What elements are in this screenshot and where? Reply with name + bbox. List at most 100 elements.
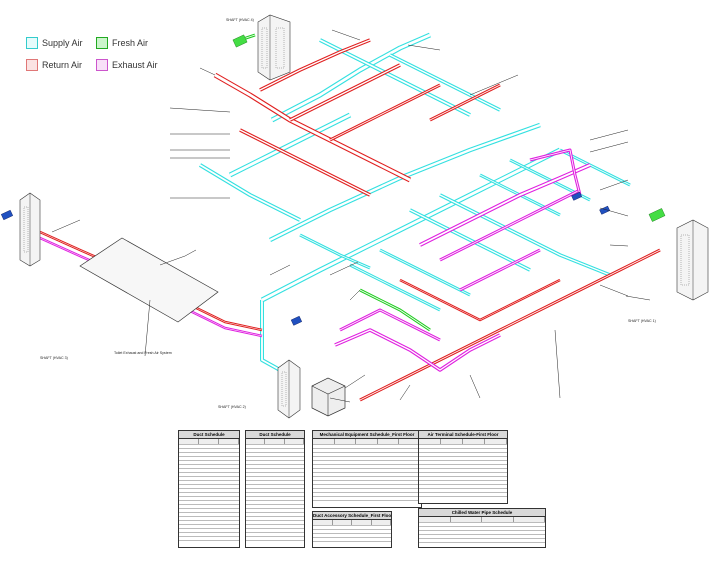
table-row	[246, 520, 304, 521]
supply-duct	[268, 122, 541, 243]
table-row	[246, 452, 304, 453]
table-row	[419, 538, 545, 539]
exhaust-duct	[439, 188, 581, 262]
shaft2-label: SHAFT (HVAC 2)	[218, 405, 246, 409]
table-row	[419, 444, 507, 445]
leader-line	[407, 44, 441, 51]
table-row	[179, 500, 239, 501]
table-row	[419, 476, 507, 477]
table-row	[179, 484, 239, 485]
table-row	[419, 534, 545, 535]
table-row	[313, 525, 391, 526]
shaft4-label: SHAFT (HVAC 4)	[226, 18, 254, 22]
exhaust-swatch	[96, 59, 108, 71]
table-row	[419, 452, 507, 453]
legend: Supply Air Fresh Air Return Air Exhaust …	[26, 37, 176, 81]
supply-duct	[260, 300, 281, 372]
leader-line	[159, 249, 197, 266]
legend-return-label: Return Air	[42, 60, 83, 70]
shaft-hvac-1	[676, 219, 709, 301]
legend-fresh-label: Fresh Air	[112, 38, 149, 48]
duct-schedule-table-2: Duct Schedule	[245, 430, 305, 548]
table-row	[179, 504, 239, 505]
table-row	[179, 488, 239, 489]
table-row	[313, 529, 391, 530]
leader-line	[469, 374, 481, 399]
table-row	[419, 456, 507, 457]
leader-line	[331, 29, 361, 41]
table-row	[246, 468, 304, 469]
supply-duct	[228, 112, 352, 178]
table-row	[419, 464, 507, 465]
equipment-group	[0, 14, 709, 419]
table-row	[246, 492, 304, 493]
table-row	[246, 512, 304, 513]
exhaust-duct	[529, 148, 582, 196]
chilled-water-title: Chilled Water Pipe Schedule	[419, 509, 545, 517]
table-row	[419, 472, 507, 473]
table-row	[313, 484, 421, 485]
table-row	[246, 464, 304, 465]
table-row	[179, 476, 239, 477]
leader-line	[599, 284, 629, 297]
return-duct	[399, 278, 561, 322]
table-row	[313, 541, 391, 542]
fan-unit-right-2	[599, 205, 611, 215]
shaft-hvac-2	[277, 359, 301, 419]
table-row	[179, 536, 239, 537]
table-row	[419, 542, 545, 543]
leader-line	[329, 261, 359, 276]
table-row	[246, 532, 304, 533]
table-row	[179, 520, 239, 521]
supply-duct	[559, 148, 631, 187]
supply-duct	[479, 173, 561, 217]
supply-duct	[198, 163, 301, 222]
duct-schedule-title-1: Duct Schedule	[179, 431, 239, 439]
table-row	[246, 484, 304, 485]
shaft-hvac-4	[257, 14, 291, 81]
supply-duct	[299, 233, 371, 270]
exhaust-duct	[339, 308, 441, 342]
table-row	[419, 526, 545, 527]
table-row	[313, 452, 421, 453]
table-row	[313, 444, 421, 445]
table-row	[179, 496, 239, 497]
table-row	[313, 448, 421, 449]
table-row	[179, 456, 239, 457]
mech-equipment-table: Mechanical Equipment Schedule_First Floo…	[312, 430, 422, 508]
table-row	[246, 508, 304, 509]
leader-line	[349, 289, 361, 301]
exhaust-duct	[334, 328, 501, 372]
leader-line	[589, 141, 629, 153]
supply-duct	[270, 32, 431, 123]
table-row	[419, 484, 507, 485]
table-row	[246, 460, 304, 461]
air-terminal-table: Air Terminal Schedule-First Floor	[418, 430, 508, 504]
leader-line	[344, 374, 366, 389]
table-row	[179, 508, 239, 509]
leader-lines	[51, 29, 651, 403]
leader-line	[554, 329, 561, 399]
supply-duct	[379, 248, 471, 297]
leader-line	[469, 74, 519, 96]
return-duct	[259, 38, 371, 92]
leader-line	[169, 107, 231, 113]
legend-exhaust: Exhaust Air	[96, 59, 158, 71]
table-row	[246, 516, 304, 517]
table-row	[313, 537, 391, 538]
duct-schedule-title-2: Duct Schedule	[246, 431, 304, 439]
table-row	[179, 532, 239, 533]
shaft-hvac-3	[19, 192, 41, 267]
supply-duct	[389, 53, 501, 112]
table-row	[246, 524, 304, 525]
leader-line	[144, 299, 151, 357]
leader-line	[329, 397, 351, 403]
supply-duct	[349, 263, 441, 312]
table-row	[246, 472, 304, 473]
leader-line	[599, 179, 629, 191]
return-duct	[359, 248, 661, 402]
table-row	[246, 496, 304, 497]
fresh-air-unit-right	[648, 208, 666, 222]
table-row	[419, 480, 507, 481]
table-row	[246, 536, 304, 537]
